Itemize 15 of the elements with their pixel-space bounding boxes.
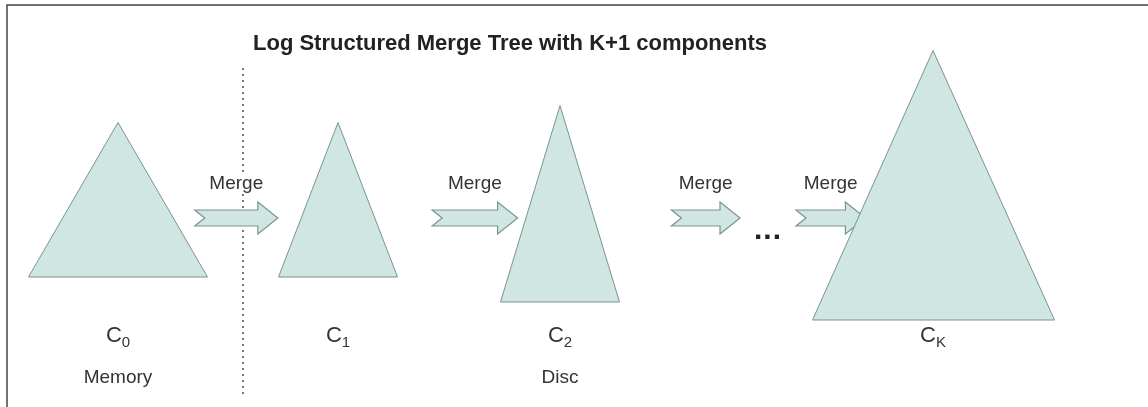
region-label: Memory	[83, 366, 153, 388]
component-label: C$_{1}$	[325, 322, 351, 351]
component-label: C$_{0}$	[105, 322, 131, 351]
edge-label: Merge	[803, 173, 858, 192]
component-label: C$_{K}$	[920, 322, 946, 351]
ellipsis-text: ...	[753, 214, 783, 244]
block-arrow	[193, 200, 279, 236]
block-arrow	[430, 200, 519, 236]
component-label: C$_{2}$	[547, 322, 573, 351]
diagram-title: Log Structured Merge Tree with K+1 components	[253, 30, 768, 56]
edge-label: Merge	[678, 173, 733, 192]
edge-label: Merge	[209, 173, 264, 192]
region-label: Disc	[541, 366, 579, 388]
block-arrow	[669, 200, 741, 236]
edge-label: Merge	[447, 173, 502, 192]
